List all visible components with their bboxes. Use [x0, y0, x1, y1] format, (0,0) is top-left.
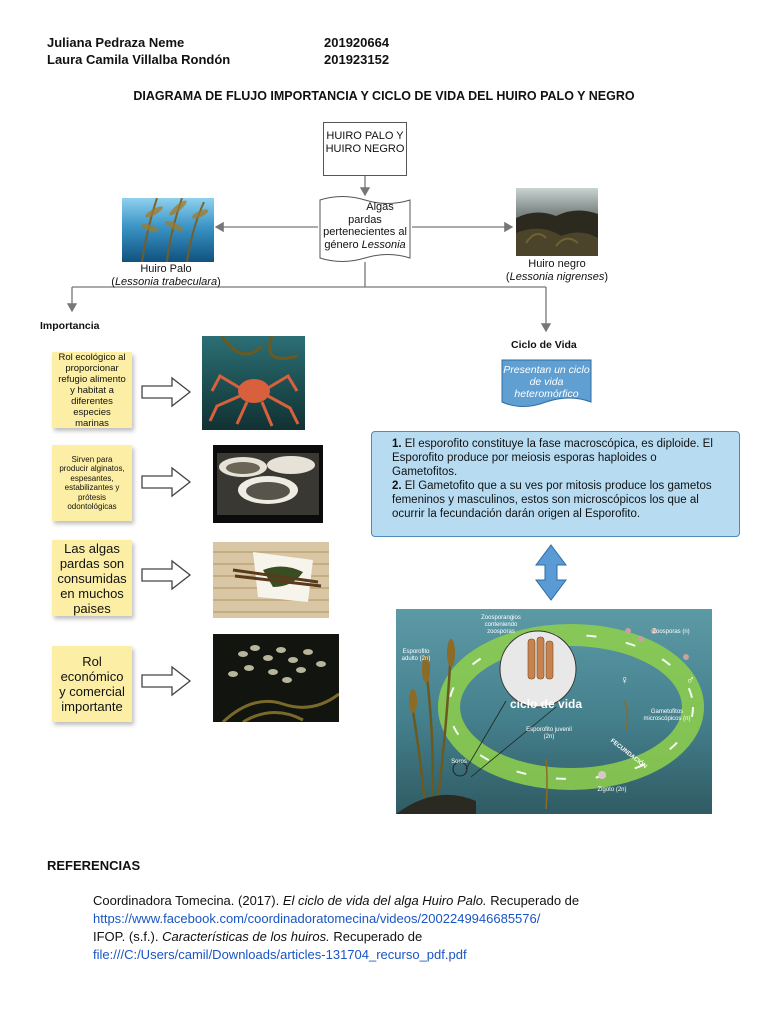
algae-genus: Lessonia: [361, 238, 406, 251]
references-heading: REFERENCIAS: [47, 858, 141, 873]
algae-box: Algas pardas pertenecientes al género Le…: [320, 201, 410, 251]
point-2-text: El Gametofito que a su ves por mitosis p…: [392, 480, 712, 520]
algae-box-shape: [319, 196, 411, 262]
reference-2-suffix: Recuperado de: [329, 929, 423, 944]
label-juvenile-sporophyte: Esporofito juvenil (2n): [526, 727, 572, 740]
top-box: HUIRO PALO Y HUIRO NEGRO: [323, 122, 407, 176]
double-arrow-icon: [535, 544, 567, 601]
seaweed-food-illustration: [213, 551, 329, 613]
huiro-palo-photo: [122, 198, 214, 262]
author-2: Laura Camila Villalba Rondón: [47, 52, 231, 67]
reference-2: IFOP. (s.f.). Características de los hui…: [93, 928, 733, 946]
references-list: Coordinadora Tomecina. (2017). El ciclo …: [93, 892, 733, 964]
reference-1: Coordinadora Tomecina. (2017). El ciclo …: [93, 892, 733, 910]
life-cycle-point-2: 2. El Gametofito que a su ves por mitosi…: [392, 479, 721, 521]
life-cycle-diagram: [396, 624, 704, 814]
importance-note-3: Las algas pardas son consumidas en mucho…: [52, 540, 132, 616]
algae-line-4-prefix: género: [324, 238, 362, 251]
label-cycle-center: ciclo de vida: [510, 697, 583, 711]
point-1-number: 1.: [392, 438, 402, 450]
author-1: Juliana Pedraza Neme: [47, 35, 185, 50]
huiro-negro-name: Huiro negro: [528, 258, 586, 270]
huiro-negro-photo: [516, 188, 598, 256]
crab-photo: [202, 336, 305, 430]
dried-kelp-illustration: [221, 645, 339, 722]
top-box-label: HUIRO PALO Y HUIRO NEGRO: [325, 130, 405, 155]
huiro-palo-scientific: Lessonia trabeculara: [114, 276, 218, 288]
point-1-text: El esporofito constituye la fase macrosc…: [392, 438, 713, 478]
importance-note-2-text: Sirven para producir alginatos, espesant…: [59, 454, 125, 512]
huiro-negro-caption: Huiro negro (Lessonia nigrenses): [490, 258, 624, 284]
life-cycle-banner-text: Presentan un ciclo de vida heteromórfico: [503, 364, 590, 400]
alginate-photo: [213, 445, 323, 523]
food-photo: [213, 542, 329, 618]
life-cycle-banner: Presentan un ciclo de vida heteromórfico: [502, 364, 591, 400]
page-title: DIAGRAMA DE FLUJO IMPORTANCIA Y CICLO DE…: [133, 89, 635, 103]
label-zygote: Zigoto (2n): [597, 787, 627, 793]
importance-heading: Importancia: [40, 320, 100, 332]
algae-line-1: Algas: [366, 201, 394, 213]
reference-2-title: Características de los huiros.: [162, 929, 330, 944]
right-arrow-3: [141, 559, 192, 591]
reference-2-link[interactable]: file:///C:/Users/camil/Downloads/article…: [93, 947, 467, 962]
algae-line-2: pardas: [348, 213, 382, 226]
importance-note-1: Rol ecológico al proporcionar refugio al…: [52, 351, 132, 429]
label-zoosporangia: Zoosporangios conteniendo zoosporas: [481, 615, 521, 635]
student-id-2: 201923152: [324, 52, 390, 67]
kelp-forest-illustration: [141, 198, 209, 262]
kelp-rocks-illustration: [516, 210, 598, 256]
life-cycle-image: Zoosporangios conteniendo zoosporas Zoos…: [396, 609, 712, 814]
algae-line-4: género Lessonia: [320, 239, 410, 252]
algae-line-3: pertenecientes al: [323, 226, 407, 238]
point-2-number: 2.: [392, 480, 402, 492]
huiro-palo-name: Huiro Palo: [140, 263, 192, 275]
reference-1-suffix: Recuperado de: [486, 893, 580, 908]
life-cycle-point-1: 1. El esporofito constituye la fase macr…: [392, 437, 721, 479]
reference-1-author: Coordinadora Tomecina. (2017).: [93, 893, 283, 908]
importance-note-4: Rol económico y comercial importante: [52, 646, 132, 722]
banner-shape: [501, 359, 592, 407]
female-symbol-icon: ♀: [620, 673, 629, 687]
right-arrow-4: [141, 665, 192, 697]
reference-1-title: El ciclo de vida del alga Huiro Palo.: [282, 893, 487, 908]
right-arrow-1: [141, 376, 192, 408]
life-cycle-heading: Ciclo de Vida: [511, 339, 577, 351]
importance-note-4-text: Rol económico y comercial importante: [59, 654, 125, 714]
reference-2-author: IFOP. (s.f.).: [93, 929, 163, 944]
commerce-photo: [213, 634, 339, 722]
reference-1-link[interactable]: https://www.facebook.com/coordinadoratom…: [93, 911, 541, 926]
label-zoospores: Zoosporas (n): [652, 629, 690, 635]
crab-illustration: [208, 336, 300, 427]
importance-note-2: Sirven para producir alginatos, espesant…: [52, 445, 132, 521]
life-cycle-description: 1. El esporofito constituye la fase macr…: [371, 431, 740, 537]
huiro-negro-scientific: Lessonia nigrenses: [509, 271, 605, 283]
alginate-containers-illustration: [217, 453, 319, 515]
label-sorus: Soros: [451, 759, 467, 765]
label-adult-sporophyte: Esporofito adulto (2n): [401, 649, 431, 662]
right-arrow-2: [141, 466, 192, 498]
importance-note-3-text: Las algas pardas son consumidas en mucho…: [57, 540, 127, 616]
label-gametophytes: Gametofitos microscópicos (n): [643, 709, 691, 722]
male-symbol-icon: ♂: [686, 673, 695, 687]
student-id-1: 201920664: [324, 35, 390, 50]
importance-note-1-text: Rol ecológico al proporcionar refugio al…: [58, 351, 126, 429]
huiro-palo-caption: Huiro Palo (Lessonia trabeculara): [96, 263, 236, 289]
